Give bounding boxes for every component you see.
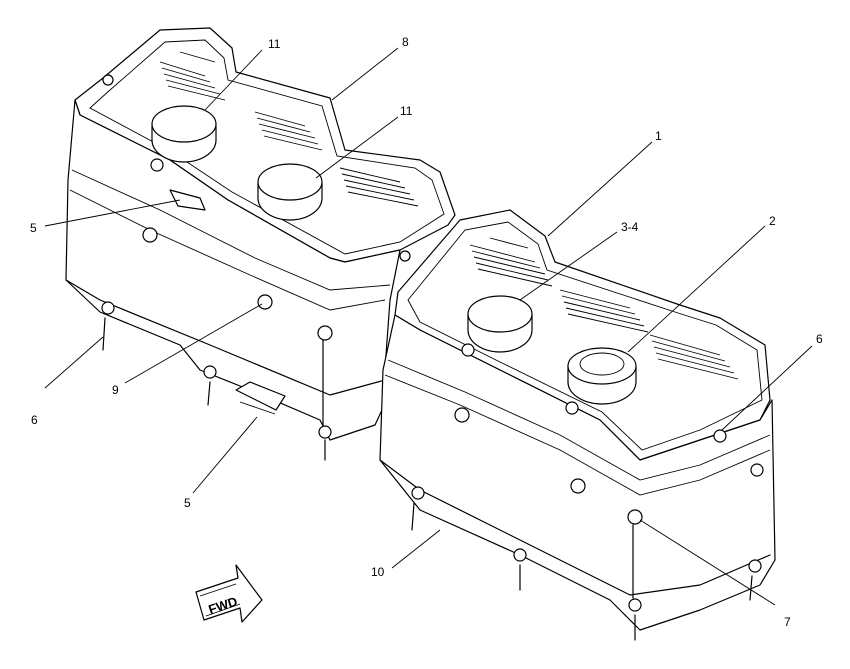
oil-cap-right [467,295,533,353]
callout-6-right: 6 [816,332,823,346]
callout-9: 9 [112,383,119,397]
callout-5-upper: 5 [30,221,37,235]
callout-8: 8 [402,35,409,49]
callout-11-upper-right: 11 [400,104,413,118]
callout-2: 2 [769,214,776,228]
leader-lines [44,47,813,606]
bolts-left [101,74,411,461]
callout-7: 7 [784,615,791,629]
callout-5-lower: 5 [184,496,191,510]
valve-cover-left [65,27,456,461]
bolts-right [411,343,764,641]
callout-11-upper-left: 11 [268,37,281,51]
oil-cap-left-1 [151,105,217,163]
callout-labels: 11 8 11 1 3-4 2 5 6 9 5 6 10 7 [30,35,823,629]
callout-1: 1 [655,129,662,143]
oil-cap-left-2 [257,163,323,221]
callout-3-4: 3-4 [621,220,639,234]
callout-6-left: 6 [31,413,38,427]
callout-10: 10 [371,565,385,579]
valve-cover-right [379,209,776,641]
fwd-direction-arrow: FWD [195,564,263,623]
breather-cap-right [567,347,637,405]
